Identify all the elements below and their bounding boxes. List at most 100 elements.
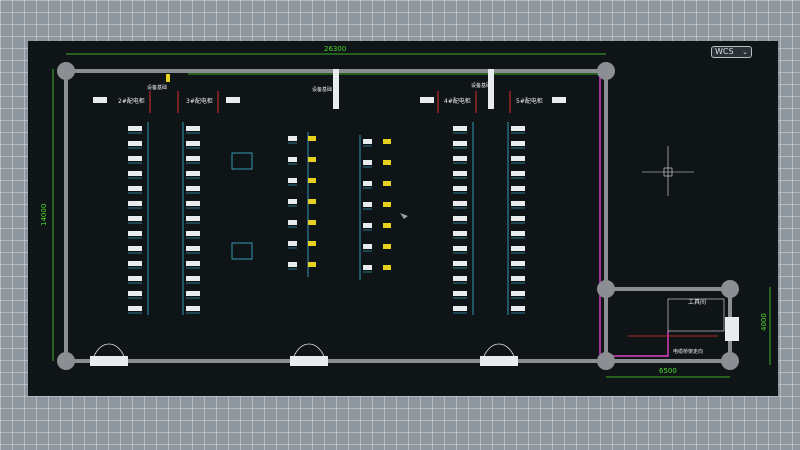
equipment-block <box>288 157 297 162</box>
equipment-block <box>186 231 200 236</box>
equipment-block <box>128 141 142 146</box>
equipment-block <box>511 231 525 236</box>
equipment-block <box>186 276 200 281</box>
equipment-block <box>186 291 200 296</box>
column-node-br <box>597 352 615 370</box>
door-3 <box>480 356 518 366</box>
equipment-block <box>128 276 142 281</box>
equipment-block <box>363 160 372 165</box>
equipment-block-pair <box>308 178 316 183</box>
equipment-block <box>128 261 142 266</box>
chevron-down-icon: ⌄ <box>742 48 748 56</box>
equipment-block-pair <box>308 262 316 267</box>
cabinet-label-1-text: 2#配电柜 <box>118 97 145 105</box>
cad-drawing[interactable]: 26300 14000 6500 4000 工具间 电缆桥架走向 设备基础 设备… <box>28 41 778 396</box>
cable-tray-line <box>599 76 669 357</box>
note-mid: 设备基础 <box>312 86 332 93</box>
equipment-block <box>363 265 372 270</box>
cabinet-label-2: 3#配电柜 <box>177 91 240 113</box>
equipment-block <box>511 126 525 131</box>
equipment-block <box>511 246 525 251</box>
equipment-block <box>128 231 142 236</box>
equipment-block <box>186 141 200 146</box>
dimension-right-room: 4000 <box>760 313 768 331</box>
column-node-room-br <box>721 352 739 370</box>
equipment-block <box>288 220 297 225</box>
cad-viewport[interactable]: 26300 14000 6500 4000 工具间 电缆桥架走向 设备基础 设备… <box>28 41 778 396</box>
door-swing-3 <box>483 343 515 357</box>
equipment-block <box>453 216 467 221</box>
crosshair-cursor <box>642 146 694 196</box>
equipment-block <box>186 216 200 221</box>
equipment-block <box>288 199 297 204</box>
equipment-block <box>363 181 372 186</box>
equipment-block <box>186 306 200 311</box>
equipment-block <box>288 178 297 183</box>
equipment-block <box>128 291 142 296</box>
equipment-block-pair <box>383 202 391 207</box>
small-room-label: 工具间 <box>688 298 706 306</box>
equipment-block <box>128 216 142 221</box>
equipment-block-pair <box>383 223 391 228</box>
equipment-layer <box>128 122 525 315</box>
equipment-block <box>363 202 372 207</box>
side-room-door <box>725 317 739 341</box>
equipment-block <box>453 231 467 236</box>
equipment-block <box>453 261 467 266</box>
equipment-block <box>453 141 467 146</box>
note-right: 设备基础 <box>471 82 491 89</box>
equipment-block <box>128 246 142 251</box>
column-node-tr <box>597 62 615 80</box>
equipment-block <box>511 276 525 281</box>
door-1 <box>90 356 128 366</box>
equipment-block-pair <box>383 265 391 270</box>
column-node-room-tr <box>721 280 739 298</box>
wcs-label: WCS <box>715 47 734 56</box>
equipment-block <box>363 139 372 144</box>
door-swing-2 <box>293 343 325 357</box>
equipment-block <box>511 216 525 221</box>
equipment-block <box>453 276 467 281</box>
equipment-block <box>453 201 467 206</box>
equipment-block <box>453 246 467 251</box>
equipment-block <box>511 141 525 146</box>
equipment-block <box>511 186 525 191</box>
equipment-block <box>453 126 467 131</box>
equipment-block <box>186 246 200 251</box>
equipment-box-1 <box>231 152 253 170</box>
equipment-block <box>128 156 142 161</box>
pointer-icon <box>400 213 408 219</box>
column-node-bl <box>57 352 75 370</box>
wcs-dropdown-button[interactable]: WCS ⌄ <box>711 46 752 58</box>
cabinet-label-2-text: 3#配电柜 <box>186 97 213 105</box>
equipment-block <box>288 262 297 267</box>
equipment-block-pair <box>308 241 316 246</box>
equipment-block <box>453 291 467 296</box>
side-room-inner <box>667 298 725 332</box>
equipment-block-pair <box>308 136 316 141</box>
dimension-left: 14000 <box>40 204 48 226</box>
equipment-block <box>453 306 467 311</box>
dimension-bottom-right: 6500 <box>659 367 677 375</box>
equipment-block <box>511 261 525 266</box>
equipment-block-pair <box>383 139 391 144</box>
dimension-top: 26300 <box>324 45 346 53</box>
cabinet-label-3: 4#配电柜 <box>420 91 477 113</box>
equipment-block-pair <box>308 157 316 162</box>
cabinet-label-4-text: 5#配电柜 <box>516 97 543 105</box>
equipment-block <box>511 156 525 161</box>
equipment-box-2 <box>231 242 253 260</box>
equipment-block <box>511 306 525 311</box>
equipment-block <box>128 306 142 311</box>
equipment-block <box>128 171 142 176</box>
equipment-block <box>288 241 297 246</box>
equipment-block <box>363 223 372 228</box>
equipment-block-pair <box>383 244 391 249</box>
equipment-block-pair <box>308 199 316 204</box>
wall-insert-3 <box>488 69 494 109</box>
equipment-block <box>186 201 200 206</box>
equipment-block <box>186 171 200 176</box>
equipment-block <box>511 201 525 206</box>
cabinet-label-3-text: 4#配电柜 <box>444 97 471 105</box>
column-node-mid-r <box>597 280 615 298</box>
